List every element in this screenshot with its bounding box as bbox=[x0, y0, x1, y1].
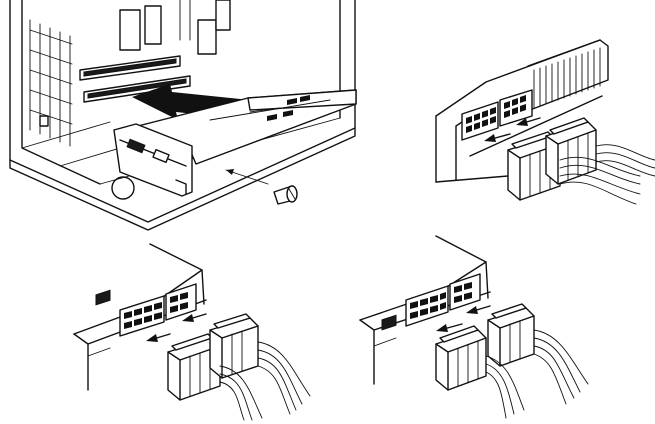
card-rear-edge bbox=[435, 39, 609, 183]
plug-arrow-icon bbox=[182, 313, 207, 322]
power-socket-8pin bbox=[405, 285, 449, 327]
power-connector-icon bbox=[435, 325, 487, 391]
motherboard-chip bbox=[197, 19, 217, 55]
power-socket-8pin bbox=[499, 89, 533, 127]
slot-backplate-stripes bbox=[29, 19, 73, 147]
case-port bbox=[39, 115, 49, 127]
power-connector-icon bbox=[167, 333, 221, 401]
plug-arrow-icon bbox=[516, 117, 541, 126]
power-cable-wires bbox=[219, 341, 311, 421]
power-connector-icon bbox=[487, 303, 535, 367]
power-socket-8pin bbox=[449, 273, 481, 311]
plug-arrow-icon bbox=[484, 133, 511, 142]
power-cable-wires bbox=[485, 329, 589, 419]
card-vent-slot bbox=[95, 289, 111, 306]
power-connector-icon bbox=[209, 313, 259, 379]
pc-case bbox=[9, 0, 356, 231]
case-fan-hole bbox=[111, 176, 135, 200]
panel-connect-left bbox=[73, 243, 311, 421]
screw-guide-line bbox=[225, 169, 269, 185]
card-vent-slot bbox=[381, 314, 397, 331]
panel-connect-right bbox=[359, 235, 589, 419]
motherboard-chip bbox=[215, 0, 231, 31]
power-socket-8pin bbox=[461, 101, 499, 141]
power-socket-8pin bbox=[165, 283, 197, 321]
card-io-bracket bbox=[113, 123, 193, 197]
panel-install-card bbox=[9, 0, 357, 231]
plug-arrow-icon bbox=[466, 305, 491, 314]
graphics-card bbox=[113, 89, 357, 197]
pcie-slot bbox=[83, 75, 191, 103]
motherboard-chip bbox=[144, 5, 162, 45]
panel-connect-rear bbox=[435, 39, 655, 205]
power-socket-8pin bbox=[119, 295, 165, 337]
screw-icon bbox=[273, 185, 298, 205]
pcie-slot bbox=[79, 55, 181, 81]
motherboard-chip bbox=[119, 9, 141, 51]
plug-arrow-icon bbox=[146, 333, 171, 342]
power-cable-wires bbox=[559, 144, 655, 205]
heatsink-fins bbox=[527, 39, 609, 111]
power-connector-icon bbox=[545, 117, 597, 185]
plug-arrow-icon bbox=[436, 323, 463, 332]
